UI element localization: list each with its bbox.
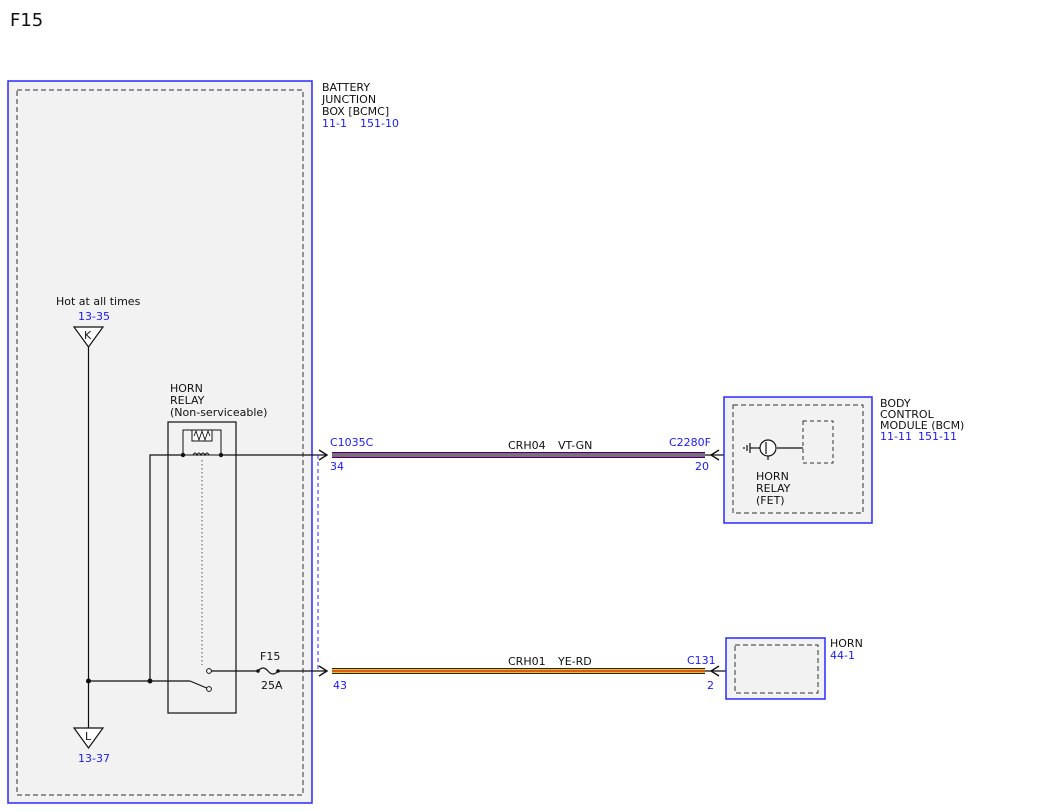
fuse-icon [257, 667, 279, 675]
c1035c-pin-34: 34 [330, 460, 344, 473]
fuse-node-left [256, 669, 260, 673]
bjb-name-line-1: BATTERY [322, 81, 370, 94]
terminal-l-label: L [85, 730, 92, 743]
bjb-ref-1[interactable]: 11-1 [322, 117, 347, 130]
page-title: F15 [10, 10, 43, 31]
bjb-name-line-2: JUNCTION [321, 93, 376, 106]
switch-pivot [206, 686, 212, 692]
connector-arrow-34 [318, 449, 329, 461]
relay-coil-icon [192, 452, 210, 457]
bcm-ref-2[interactable]: 151-11 [918, 430, 957, 443]
horn-inner [734, 644, 819, 694]
horn-component [725, 637, 826, 700]
switch-contact-node [206, 668, 212, 674]
c2280f-connector-label[interactable]: C2280F [669, 436, 711, 449]
battery-junction-box [7, 80, 313, 804]
c1035c-connector-label[interactable]: C1035C [330, 436, 374, 449]
fuse-rating: 25A [261, 679, 283, 692]
bcm-control-block [802, 420, 834, 464]
resistor-zigzag [193, 429, 211, 442]
c2280f-pin-20: 20 [695, 460, 709, 473]
c131-pin-2: 2 [707, 679, 714, 692]
bjb-name-line-3: BOX [BCMC] [322, 105, 389, 118]
crh01-circuit-label: CRH01 [508, 655, 546, 668]
horn-name: HORN [830, 637, 863, 650]
relay-switch-contact [189, 680, 210, 690]
ground-ref[interactable]: 13-37 [78, 752, 110, 765]
coil-feed-wire [88, 454, 183, 682]
terminal-k-symbol [72, 326, 105, 349]
horn-ref[interactable]: 44-1 [830, 649, 855, 662]
c131-connector-label[interactable]: C131 [687, 654, 716, 667]
terminal-k-label: K [84, 329, 92, 342]
c1035c-pin-43: 43 [333, 679, 347, 692]
connector-arrow-20 [709, 449, 720, 461]
bcm-internal-line-3: (FET) [756, 494, 785, 507]
bcm-ref-1[interactable]: 11-11 [880, 430, 912, 443]
crh04-circuit-label: CRH04 [508, 439, 546, 452]
horn-relay-box [167, 421, 237, 714]
bcm-name-line-1: BODY [880, 397, 911, 410]
terminal-l-symbol [72, 727, 105, 750]
relay-name-line-1: HORN [170, 382, 203, 395]
bcm-internal-line-2: RELAY [756, 482, 791, 495]
connector-arrow-2 [709, 665, 720, 677]
relay-name-line-3: (Non-serviceable) [170, 406, 267, 419]
connector-arrow-43 [318, 665, 329, 677]
bjb-ref-2[interactable]: 151-10 [360, 117, 399, 130]
fuse-name: F15 [260, 650, 280, 663]
crh04-color-label: VT-GN [558, 439, 592, 452]
crh01-color-label: YE-RD [557, 655, 592, 668]
bcm-name-line-3: MODULE (BCM) [880, 419, 964, 432]
body-control-module [723, 396, 873, 524]
bcm-internal-line-1: HORN [756, 470, 789, 483]
hot-ref[interactable]: 13-35 [78, 310, 110, 323]
bcm-name-line-2: CONTROL [880, 408, 935, 421]
relay-name-line-2: RELAY [170, 394, 205, 407]
hot-at-all-times-label: Hot at all times [56, 295, 141, 308]
bcm-inner [732, 404, 864, 514]
fet-transistor-icon [759, 439, 777, 457]
